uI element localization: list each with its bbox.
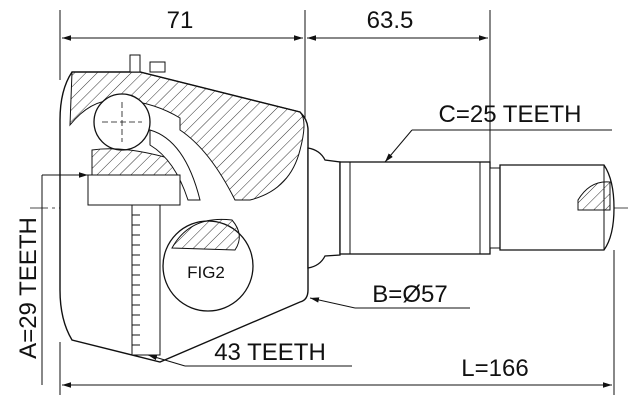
spline-c-label: C=25 TEETH [439, 101, 582, 128]
leader-ring-teeth: 43 TEETH [147, 339, 352, 367]
ring-teeth-label: 43 TEETH [214, 339, 326, 366]
outer-housing [59, 54, 309, 363]
dim-63-5-label: 63.5 [367, 7, 414, 34]
length-l-label: L=166 [461, 355, 528, 382]
leader-spline-c: C=25 TEETH [384, 101, 612, 163]
bottom-dimension-l: L=166 [59, 250, 615, 395]
top-dimension-71: 71 [59, 7, 306, 120]
leader-diameter-b: B=Ø57 [309, 281, 470, 309]
leader-spline-a: A=29 TEETH [15, 172, 88, 385]
ball-cage [91, 93, 201, 201]
dim-71-label: 71 [167, 7, 194, 34]
fig2-label: FIG2 [187, 263, 225, 282]
spline-a-label: A=29 TEETH [15, 217, 42, 359]
shaft [307, 147, 615, 269]
inner-spline-a [87, 174, 181, 356]
diameter-b-label: B=Ø57 [372, 281, 447, 308]
fig2-detail: FIG2 [162, 218, 254, 312]
top-dimension-63-5: 63.5 [307, 7, 491, 165]
